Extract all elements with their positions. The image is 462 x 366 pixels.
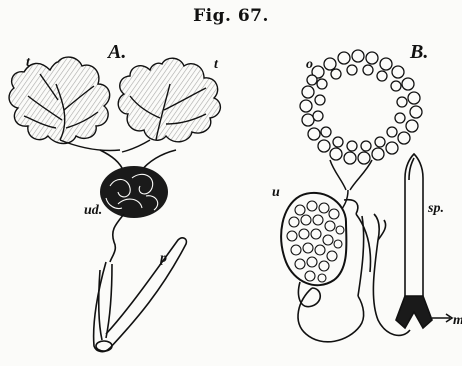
panel-a: A. [9, 41, 220, 352]
label-ring: o [306, 57, 313, 72]
coil-duct [110, 214, 124, 262]
panel-b-letter: B. [409, 41, 428, 63]
reticulated-sac [281, 193, 346, 285]
coiled-mass [100, 166, 168, 218]
label-base: m [453, 313, 462, 328]
label-coiled-mass: ud. [84, 203, 102, 218]
vesicle-ring [300, 50, 422, 164]
elongated-sac [94, 238, 187, 352]
left-branched-tuft [9, 57, 120, 150]
spicule-organ [396, 154, 452, 328]
label-right-tuft: t [214, 57, 219, 72]
label-sac-a: p [159, 251, 167, 266]
panel-b: B. [272, 41, 462, 342]
label-organ: sp. [427, 201, 444, 216]
right-branched-tuft [118, 58, 220, 152]
label-sac-b: u [272, 185, 280, 200]
panel-a-letter: A. [106, 41, 126, 63]
